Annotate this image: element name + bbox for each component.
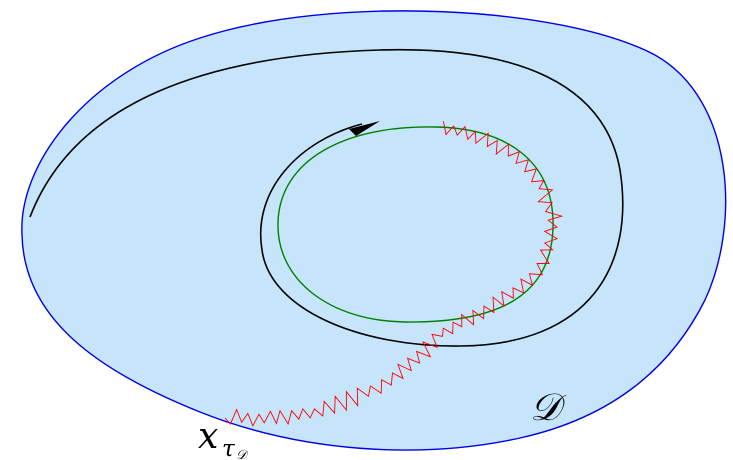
exit-point-label: x τ 𝒟 xyxy=(198,416,249,460)
limit-cycle xyxy=(277,126,554,323)
arrow-head xyxy=(349,121,380,136)
noisy-escape-path xyxy=(224,121,564,427)
domain-region xyxy=(21,10,727,451)
exit-point-base: x xyxy=(198,416,218,457)
deterministic-trajectory xyxy=(29,48,624,347)
exit-point-subscript: τ xyxy=(222,436,236,460)
exit-point-subsubscript: 𝒟 xyxy=(236,448,249,460)
